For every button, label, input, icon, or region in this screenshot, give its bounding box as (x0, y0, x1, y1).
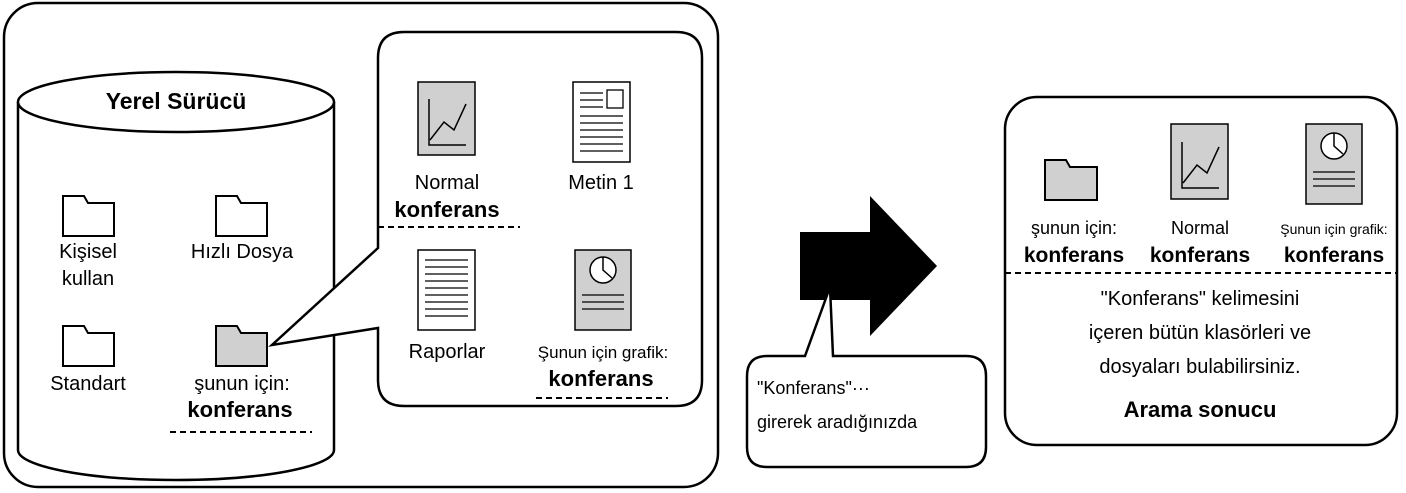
result-item-grafik[interactable]: Şunun için grafik: konferans (1280, 123, 1388, 267)
folder-label-line1: Kişisel (59, 241, 117, 263)
result-description-line1: "Konferans" kelimesini (1101, 288, 1300, 310)
file-label-line1: Şunun için grafik: (538, 343, 668, 362)
drive-title: Yerel Sürücü (106, 88, 247, 114)
file-metin[interactable]: Metin 1 (568, 81, 634, 194)
file-label-line2: konferans (548, 366, 653, 391)
folder-label-line1: Hızlı Dosya (191, 241, 294, 263)
result-item-normal[interactable]: Normal konferans (1150, 123, 1250, 267)
result-label-line2: konferans (1284, 244, 1384, 267)
file-raporlar[interactable]: Raporlar (409, 249, 486, 363)
folder-label-line2: kullan (62, 268, 114, 290)
result-title: Arama sonucu (1124, 397, 1277, 422)
folder-icon (62, 325, 115, 367)
file-label-line1: Metin 1 (568, 172, 634, 194)
result-label-line2: konferans (1150, 244, 1250, 267)
pie-file-icon (1305, 123, 1363, 205)
folder-standard[interactable]: Standart (50, 325, 126, 395)
folder-icon (215, 195, 268, 237)
result-description-line2: içeren bütün klasörleri ve (1089, 322, 1311, 344)
folder-icon (215, 325, 268, 367)
lines-file-icon (417, 249, 476, 331)
file-normal[interactable]: Normal konferans (378, 81, 520, 228)
result-label-line1: Normal (1171, 218, 1229, 238)
result-label-line1: şunun için: (1031, 218, 1117, 238)
folder-label-line1: şunun için: (194, 373, 290, 395)
file-grafik[interactable]: Şunun için grafik: konferans (536, 249, 668, 399)
folder-icon (1044, 159, 1098, 201)
chart-file-icon (417, 81, 476, 156)
folder-label-line1: Standart (50, 373, 126, 395)
result-description-line3: dosyaları bulabilirsiniz. (1099, 356, 1300, 378)
file-label-line1: Normal (415, 172, 479, 194)
arrow-right-icon (800, 196, 937, 336)
search-callout-line2: girerek aradığınızda (757, 412, 918, 432)
search-callout-line1: "Konferans"··· (757, 378, 870, 398)
result-panel (1003, 95, 1399, 447)
folder-label-line2: konferans (187, 397, 292, 422)
folder-personal[interactable]: Kişisel kullan (59, 195, 117, 290)
chart-file-icon (1170, 123, 1229, 200)
folder-quick[interactable]: Hızlı Dosya (191, 195, 294, 263)
result-item-folder[interactable]: şunun için: konferans (1024, 159, 1124, 267)
local-drive-cylinder (16, 70, 336, 482)
folder-icon (62, 195, 115, 237)
file-label-line1: Raporlar (409, 341, 486, 363)
result-label-line1: Şunun için grafik: (1280, 221, 1387, 237)
file-label-line2: konferans (394, 197, 499, 222)
folder-target[interactable]: şunun için: konferans (170, 325, 312, 433)
result-label-line2: konferans (1024, 244, 1124, 267)
search-callout (745, 286, 988, 469)
